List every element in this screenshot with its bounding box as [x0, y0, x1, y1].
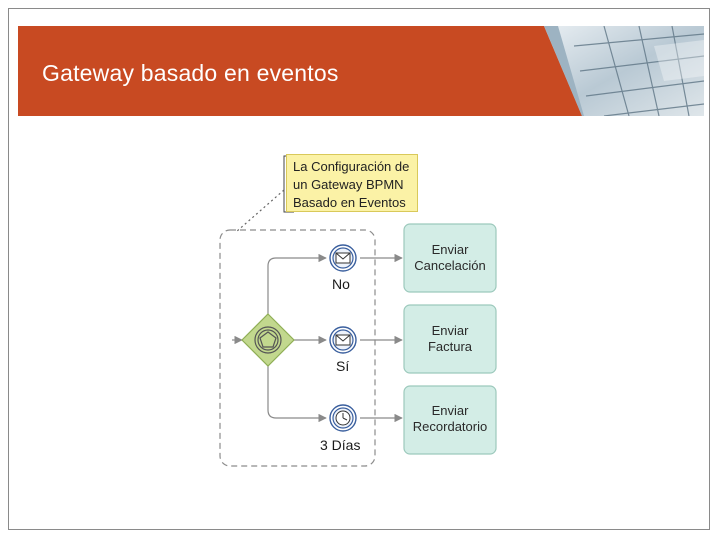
annotation-association	[236, 190, 284, 232]
task-label-line: Enviar	[432, 403, 469, 418]
task-label-factura: Enviar Factura	[405, 323, 495, 355]
event-based-gateway	[242, 314, 294, 366]
annotation-line-3: Basado en Eventos	[293, 194, 413, 212]
message-icon	[336, 253, 350, 263]
event-label-3-dias: 3 Días	[320, 437, 360, 453]
timer-icon	[336, 411, 350, 425]
task-label-cancelacion: Enviar Cancelación	[405, 242, 495, 274]
annotation-line-2: un Gateway BPMN	[293, 176, 413, 194]
task-label-line: Cancelación	[414, 258, 486, 273]
annotation-callout: La Configuración de un Gateway BPMN Basa…	[286, 154, 418, 212]
task-label-line: Recordatorio	[413, 419, 487, 434]
message-icon	[336, 335, 350, 345]
event-label-no: No	[332, 276, 350, 292]
task-label-recordatorio: Enviar Recordatorio	[405, 403, 495, 435]
flow-gateway-no	[268, 258, 326, 316]
message-event-si	[330, 327, 356, 353]
event-label-si: Sí	[336, 358, 349, 374]
task-label-line: Factura	[428, 339, 472, 354]
task-label-line: Enviar	[432, 323, 469, 338]
annotation-line-1: La Configuración de	[293, 158, 413, 176]
message-event-no	[330, 245, 356, 271]
timer-event	[330, 405, 356, 431]
flow-gateway-timer	[268, 364, 326, 418]
task-label-line: Enviar	[432, 242, 469, 257]
